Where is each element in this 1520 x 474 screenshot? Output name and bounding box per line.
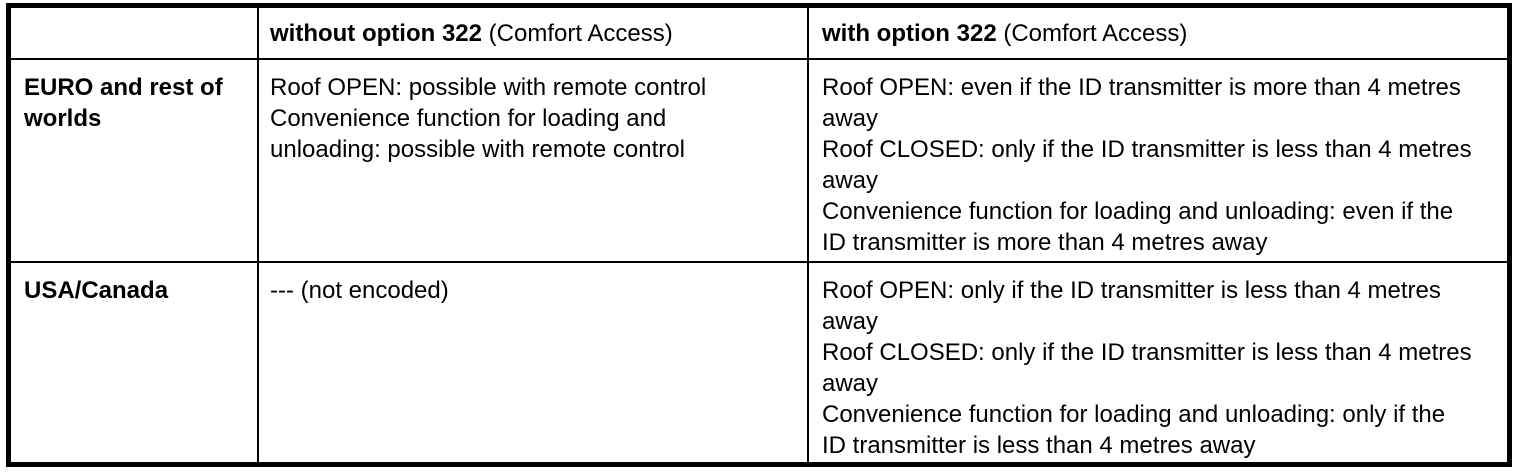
header-without-option-normal: (Comfort Access) [481, 19, 673, 47]
cell-euro-with-option: Roof OPEN: even if the ID transmitter is… [807, 58, 1507, 261]
header-with-option-label: with option 322 (Comfort Access) [822, 18, 1187, 49]
header-with-option-bold: with option 322 [822, 19, 997, 47]
cell-region-euro: EURO and rest of worlds [11, 58, 257, 261]
header-cell-without-option: without option 322 (Comfort Access) [257, 8, 807, 58]
cell-usa-canada-without-option: --- (not encoded) [257, 261, 807, 462]
cell-usa-canada-with-option: Roof OPEN: only if the ID transmitter is… [807, 261, 1507, 462]
header-cell-with-option: with option 322 (Comfort Access) [807, 8, 1507, 58]
cell-euro-without-option: Roof OPEN: possible with remote control … [257, 58, 807, 261]
header-cell-corner [11, 8, 257, 58]
cell-region-usa-canada: USA/Canada [11, 261, 257, 462]
header-with-option-normal: (Comfort Access) [996, 19, 1188, 47]
header-without-option-bold: without option 322 [270, 19, 482, 47]
comfort-access-comparison-table: without option 322 (Comfort Access) with… [6, 3, 1512, 467]
header-without-option-label: without option 322 (Comfort Access) [270, 18, 673, 49]
